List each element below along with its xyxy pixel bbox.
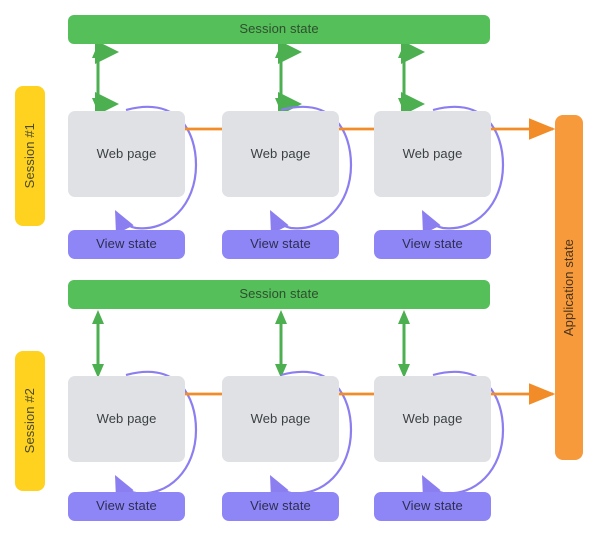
web-page-s2-p2[interactable]: Web page bbox=[222, 376, 339, 462]
view-state-s1-p1-label: View state bbox=[96, 236, 157, 252]
web-page-s1-p2-label: Web page bbox=[250, 145, 311, 161]
web-page-s2-p1[interactable]: Web page bbox=[68, 376, 185, 462]
session-state-bar-1[interactable]: Session state bbox=[68, 15, 490, 44]
application-state-bar[interactable]: Application state bbox=[555, 115, 583, 460]
view-state-s1-p2-label: View state bbox=[250, 236, 311, 252]
session-bar-1-label: Session #1 bbox=[21, 123, 37, 189]
view-state-s1-p3[interactable]: View state bbox=[374, 230, 491, 259]
view-state-s2-p3-label: View state bbox=[402, 498, 463, 514]
web-page-s2-p2-label: Web page bbox=[250, 410, 311, 426]
web-page-s1-p2[interactable]: Web page bbox=[222, 111, 339, 197]
view-state-s2-p2-label: View state bbox=[250, 498, 311, 514]
view-state-s1-p2[interactable]: View state bbox=[222, 230, 339, 259]
green-arrowheads-s2 bbox=[92, 310, 410, 378]
view-state-s1-p1[interactable]: View state bbox=[68, 230, 185, 259]
session-state-bar-2[interactable]: Session state bbox=[68, 280, 490, 309]
web-page-s2-p1-label: Web page bbox=[96, 410, 157, 426]
web-page-s1-p3[interactable]: Web page bbox=[374, 111, 491, 197]
web-page-s1-p1-label: Web page bbox=[96, 145, 157, 161]
view-state-s2-p2[interactable]: View state bbox=[222, 492, 339, 521]
view-state-s2-p1[interactable]: View state bbox=[68, 492, 185, 521]
session-bar-2-label: Session #2 bbox=[21, 388, 37, 454]
session-state-bar-1-label: Session state bbox=[239, 21, 319, 37]
session-bar-1[interactable]: Session #1 bbox=[15, 86, 45, 226]
web-page-s1-p3-label: Web page bbox=[402, 145, 463, 161]
session-bar-2[interactable]: Session #2 bbox=[15, 351, 45, 491]
web-page-s2-p3[interactable]: Web page bbox=[374, 376, 491, 462]
session-state-bar-2-label: Session state bbox=[239, 286, 319, 302]
view-state-s1-p3-label: View state bbox=[402, 236, 463, 252]
web-page-s2-p3-label: Web page bbox=[402, 410, 463, 426]
application-state-label: Application state bbox=[560, 238, 576, 337]
web-page-s1-p1[interactable]: Web page bbox=[68, 111, 185, 197]
view-state-s2-p1-label: View state bbox=[96, 498, 157, 514]
view-state-s2-p3[interactable]: View state bbox=[374, 492, 491, 521]
green-arrowheads-s1 bbox=[92, 44, 410, 112]
